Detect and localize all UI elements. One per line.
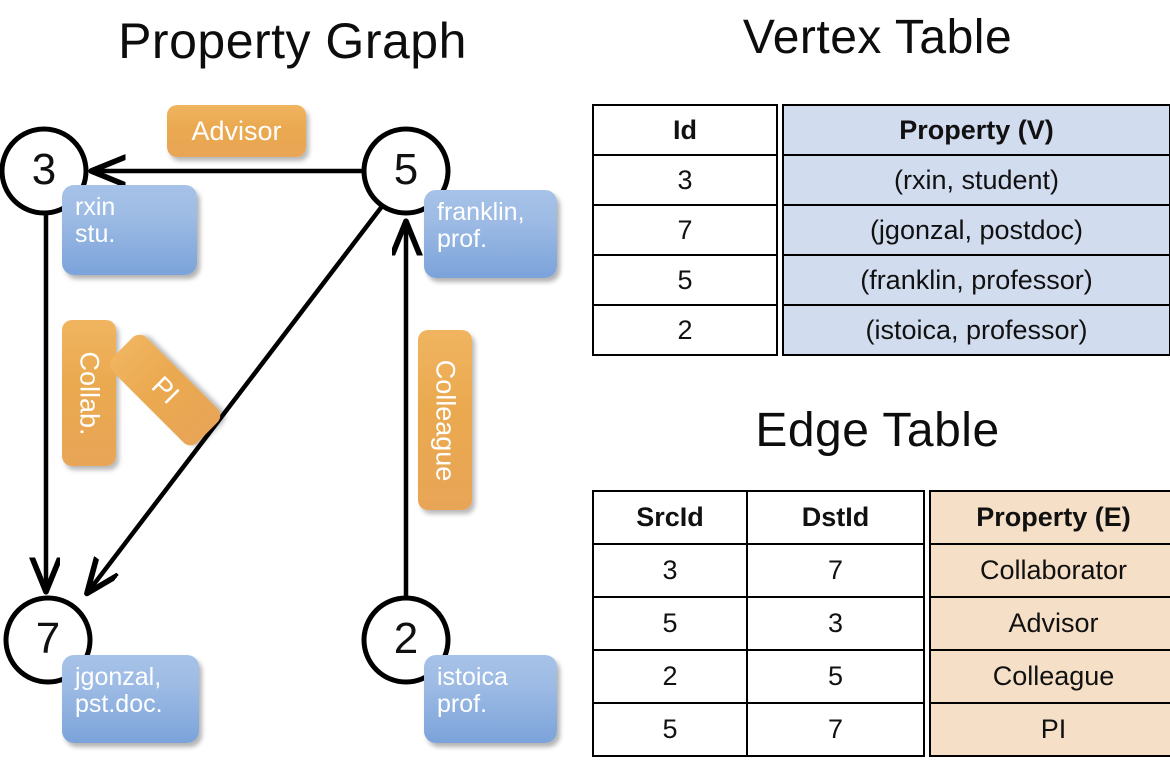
cell-dstid: 3 bbox=[746, 596, 925, 651]
node-property-box-5: franklin, prof. bbox=[424, 190, 557, 278]
cell-property: (rxin, student) bbox=[782, 154, 1170, 206]
cell-id: 2 bbox=[592, 304, 778, 356]
table-header-row: SrcId DstId bbox=[592, 490, 925, 545]
column-header-property-e: Property (E) bbox=[929, 490, 1170, 545]
table-row[interactable]: (jgonzal, postdoc) bbox=[782, 204, 1170, 256]
cell-property: Advisor bbox=[929, 596, 1170, 651]
node-property-line-1: istoica bbox=[437, 663, 508, 691]
edge-label-colleague: Colleague bbox=[418, 330, 472, 510]
cell-property: (istoica, professor) bbox=[782, 304, 1170, 356]
node-property-line-1: rxin bbox=[75, 193, 116, 221]
table-row[interactable]: 3 bbox=[592, 154, 778, 206]
cell-dstid: 7 bbox=[746, 543, 925, 598]
node-property-line-2: pst.doc. bbox=[75, 690, 163, 718]
node-property-box-7: jgonzal, pst.doc. bbox=[62, 655, 199, 743]
table-row[interactable]: 7 bbox=[592, 204, 778, 256]
cell-id: 7 bbox=[592, 204, 778, 256]
table-row[interactable]: (istoica, professor) bbox=[782, 304, 1170, 356]
table-row[interactable]: 5 3 bbox=[592, 596, 925, 651]
edge-label-collab: Collab. bbox=[62, 320, 116, 466]
vertex-table-property-column: Property (V) (rxin, student) (jgonzal, p… bbox=[782, 104, 1170, 356]
cell-srcid: 5 bbox=[592, 702, 748, 757]
node-property-line-2: prof. bbox=[437, 225, 488, 253]
column-header-id: Id bbox=[592, 104, 778, 156]
column-header-property-v: Property (V) bbox=[782, 104, 1170, 156]
page-title-vertex-table: Vertex Table bbox=[742, 11, 1013, 64]
table-row[interactable]: (rxin, student) bbox=[782, 154, 1170, 206]
edge-label-text: Collab. bbox=[74, 350, 105, 436]
node-property-line-1: franklin, bbox=[437, 198, 525, 226]
cell-property: PI bbox=[929, 702, 1170, 757]
vertex-table: Id 3 7 5 2 Property (V) (rxin, student) … bbox=[592, 104, 1170, 356]
cell-srcid: 5 bbox=[592, 596, 748, 651]
edge-label-text: Colleague bbox=[430, 359, 461, 481]
node-circle-5 bbox=[361, 126, 451, 216]
table-row[interactable]: 3 7 bbox=[592, 543, 925, 598]
table-row[interactable]: 2 5 bbox=[592, 649, 925, 704]
edge-label-advisor: Advisor bbox=[167, 105, 306, 157]
table-row[interactable]: Collaborator bbox=[929, 543, 1170, 598]
cell-srcid: 3 bbox=[592, 543, 748, 598]
table-row[interactable]: (franklin, professor) bbox=[782, 254, 1170, 306]
table-row[interactable]: 5 bbox=[592, 254, 778, 306]
node-property-box-2: istoica prof. bbox=[424, 655, 557, 743]
page-title-property-graph: Property Graph bbox=[118, 13, 467, 69]
table-header-row: Id bbox=[592, 104, 778, 156]
cell-property: (jgonzal, postdoc) bbox=[782, 204, 1170, 256]
vertex-table-id-column: Id 3 7 5 2 bbox=[592, 104, 778, 356]
edge-label-text: PI bbox=[145, 370, 185, 410]
table-header-row: Property (E) bbox=[929, 490, 1170, 545]
edge-label-text: Advisor bbox=[191, 115, 282, 146]
table-row[interactable]: Advisor bbox=[929, 596, 1170, 651]
cell-property: Colleague bbox=[929, 649, 1170, 704]
edge-table: SrcId DstId 3 7 5 3 2 5 5 7 Propert bbox=[592, 490, 1170, 757]
column-header-srcid: SrcId bbox=[592, 490, 748, 545]
node-property-line-2: stu. bbox=[75, 220, 116, 248]
cell-dstid: 5 bbox=[746, 649, 925, 704]
table-row[interactable]: 5 7 bbox=[592, 702, 925, 757]
cell-property: (franklin, professor) bbox=[782, 254, 1170, 306]
page-title-edge-table: Edge Table bbox=[755, 404, 1000, 457]
cell-id: 5 bbox=[592, 254, 778, 306]
cell-dstid: 7 bbox=[746, 702, 925, 757]
column-header-dstid: DstId bbox=[746, 490, 925, 545]
edge-table-property-column: Property (E) Collaborator Advisor Collea… bbox=[929, 490, 1170, 757]
table-header-row: Property (V) bbox=[782, 104, 1170, 156]
node-property-line-1: jgonzal, bbox=[75, 663, 162, 691]
table-row[interactable]: 2 bbox=[592, 304, 778, 356]
table-row[interactable]: PI bbox=[929, 702, 1170, 757]
node-property-line-2: prof. bbox=[437, 690, 488, 718]
cell-property: Collaborator bbox=[929, 543, 1170, 598]
cell-srcid: 2 bbox=[592, 649, 748, 704]
table-row[interactable]: Colleague bbox=[929, 649, 1170, 704]
cell-id: 3 bbox=[592, 154, 778, 206]
node-property-box-3: rxin stu. bbox=[62, 185, 197, 275]
edge-table-id-columns: SrcId DstId 3 7 5 3 2 5 5 7 bbox=[592, 490, 925, 757]
edge-5-to-7 bbox=[88, 203, 385, 592]
